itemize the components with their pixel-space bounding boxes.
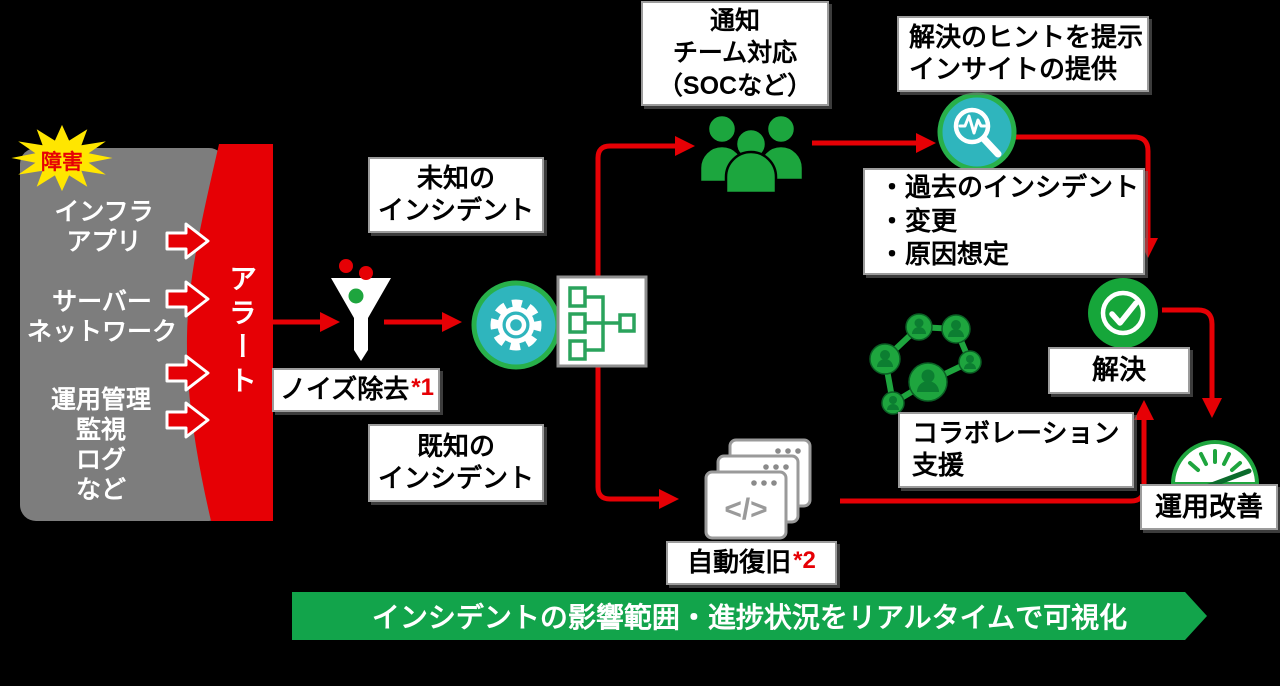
notification-team-box: 通知 チーム対応 （SOCなど） [641, 1, 829, 106]
ops-improvement-box: 運用改善 [1140, 484, 1278, 530]
check-icon [1088, 278, 1158, 348]
insight-items-box: ・過去のインシデント ・変更 ・原因想定 [863, 168, 1145, 275]
gauge-icon [1170, 440, 1260, 489]
flowchart-icon [556, 275, 648, 368]
connector-resolve-ops [1162, 307, 1215, 398]
noise-removal-label: ノイズ除去 [280, 374, 410, 405]
failure-burst-icon [11, 124, 113, 192]
auto-recovery-box: 自動復旧*2 [666, 541, 837, 585]
resolution-hints-box: 解決のヒントを提示 インサイトの提供 [897, 16, 1149, 92]
collaboration-support-box: コラボレーション 支援 [898, 412, 1134, 488]
connector-down-recovery [595, 366, 659, 502]
banner-label: インシデントの影響範囲・進捗状況をリアルタイムで可視化 [371, 602, 1128, 633]
auto-recovery-label: 自動復旧 [687, 547, 792, 578]
insight-magnifier-icon [937, 92, 1017, 172]
unknown-incident-box: 未知の インシデント [368, 157, 544, 233]
source-group-ops-monitor-log: 運用管理 監視 ログ など [50, 386, 151, 504]
connector-insight-resolve [1014, 134, 1151, 238]
noise-removal-note: *1 [411, 374, 434, 402]
source-group-server-network: サーバー ネットワーク [26, 288, 177, 346]
realtime-visibility-banner: インシデントの影響範囲・進捗状況をリアルタイムで可視化 [292, 592, 1207, 640]
known-incident-box: 既知の インシデント [368, 424, 544, 502]
alert-funnel-shape [186, 144, 273, 521]
connector-up-notify [595, 143, 675, 278]
code-windows-icon: </> [704, 438, 812, 540]
source-arrows [165, 222, 210, 439]
team-icon [698, 113, 805, 195]
auto-recovery-note: *2 [793, 547, 816, 575]
alert-label: アラート [226, 264, 257, 400]
collaboration-network-icon [869, 313, 982, 415]
failure-burst-label: 障害 [41, 151, 83, 174]
noise-removal-box: ノイズ除去*1 [272, 368, 440, 412]
source-group-infra-app: インフラ アプリ [54, 198, 154, 256]
gear-icon [471, 280, 561, 370]
resolve-box: 解決 [1048, 347, 1190, 394]
noise-filter-icon [331, 259, 391, 361]
code-glyph: </> [724, 493, 767, 526]
